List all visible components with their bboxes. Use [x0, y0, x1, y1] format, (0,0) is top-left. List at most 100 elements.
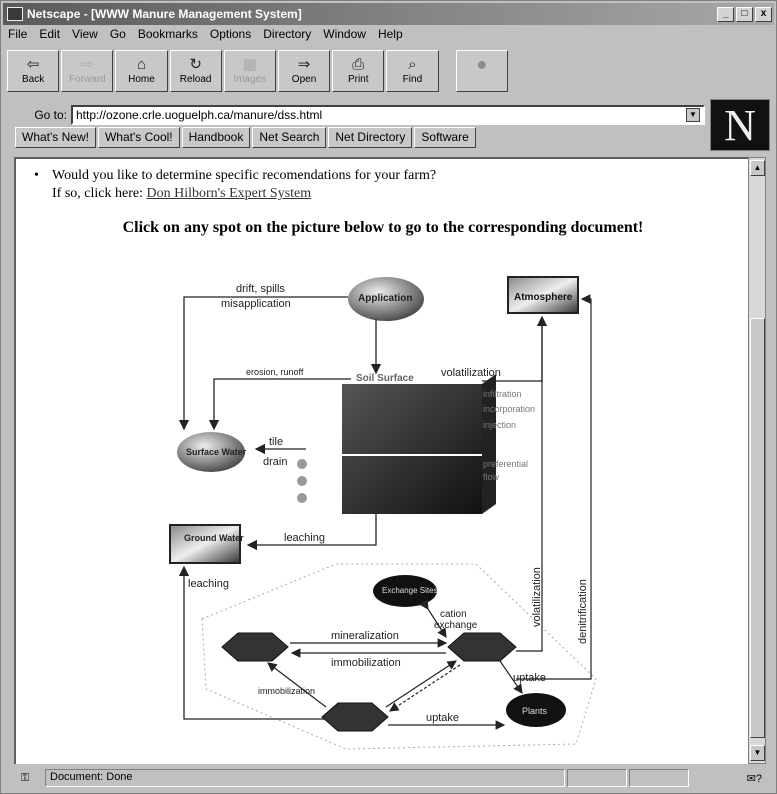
minimize-button[interactable]: _ [717, 6, 734, 22]
drip-icon [297, 459, 307, 469]
title-bar: Netscape - [WWW Manure Management System… [3, 3, 774, 25]
maximize-button[interactable]: □ [736, 6, 753, 22]
exchange-label: exchange [434, 620, 478, 631]
infiltration-label: infiltration [483, 389, 522, 399]
forward-arrow-icon: ⇨ [80, 56, 94, 73]
atmosphere-label: Atmosphere [514, 292, 573, 303]
plants-node[interactable] [506, 693, 566, 727]
net-search-button[interactable]: Net Search [252, 127, 327, 148]
nitrate-node[interactable] [321, 702, 389, 732]
mineralization-label: mineralization [331, 630, 399, 642]
immobilization-label-2: immobilization [258, 686, 315, 696]
menu-file[interactable]: File [8, 27, 28, 41]
exchange-sites-label: Exchange Sites [382, 586, 438, 595]
images-button[interactable]: ▦Images [223, 50, 276, 92]
whats-new-button[interactable]: What's New! [15, 127, 96, 148]
leaching-label-2: leaching [188, 578, 229, 590]
injection-label: injection [483, 420, 516, 430]
whats-cool-button[interactable]: What's Cool! [97, 127, 180, 148]
plants-label: Plants [522, 706, 548, 716]
directory-buttons: What's New! What's Cool! Handbook Net Se… [15, 127, 476, 149]
status-bar: ⚿ Document: Done ✉? [5, 767, 774, 789]
status-online [629, 769, 689, 787]
mail-icon[interactable]: ✉? [746, 772, 762, 785]
volatilization-vertical-label: volatilization [531, 567, 543, 627]
status-message: Document: Done [45, 769, 565, 787]
open-button[interactable]: ⇒Open [277, 50, 331, 92]
reload-button[interactable]: ↻Reload [169, 50, 222, 92]
vertical-scrollbar[interactable]: ▲ ▼ [748, 157, 766, 764]
security-key-icon[interactable]: ⚿ [20, 771, 30, 784]
expert-system-bullet: • Would you like to determine specific r… [34, 167, 437, 203]
stop-icon: ● [476, 54, 488, 74]
manure-imagemap[interactable]: Application Atmosphere drift, spills mis… [16, 159, 748, 764]
home-icon: ⌂ [136, 56, 146, 73]
handbook-button[interactable]: Handbook [181, 127, 251, 148]
binoculars-icon: ⌕ [408, 56, 417, 73]
menu-bookmarks[interactable]: Bookmarks [137, 27, 198, 41]
forward-button[interactable]: ⇨Forward [61, 50, 114, 92]
menu-directory[interactable]: Directory [263, 27, 312, 41]
reload-icon: ↻ [189, 56, 202, 73]
netscape-app-icon [7, 7, 23, 21]
page-content: • Would you like to determine specific r… [14, 157, 748, 764]
menu-bar: File Edit View Go Bookmarks Options Dire… [5, 27, 772, 45]
net-directory-button[interactable]: Net Directory [328, 127, 413, 148]
immobilization-label-1: immobilization [331, 657, 401, 669]
navigation-toolbar: ⇦Back ⇨Forward ⌂Home ↻Reload ▦Images ⇒Op… [5, 48, 510, 96]
soil-pool-region [201, 563, 597, 750]
location-url: http://ozone.crle.uoguelph.ca/manure/dss… [76, 108, 323, 122]
menu-view[interactable]: View [72, 27, 98, 41]
drip-icon [297, 476, 307, 486]
images-icon: ▦ [242, 56, 257, 73]
bullet-dot: • [34, 168, 39, 183]
back-arrow-icon: ⇦ [26, 56, 40, 73]
chevron-down-icon[interactable]: ▼ [686, 108, 700, 122]
menu-help[interactable]: Help [377, 27, 403, 41]
menu-edit[interactable]: Edit [39, 27, 61, 41]
denitrification-label: denitrification [577, 579, 589, 644]
incorporation-label: incorporation [483, 404, 535, 414]
cation-label: cation [440, 609, 467, 620]
misapplication-label: misapplication [221, 298, 291, 310]
expert-system-link[interactable]: Don Hilborn's Expert System [146, 186, 312, 201]
window-title: Netscape - [WWW Manure Management System… [27, 7, 302, 21]
software-button[interactable]: Software [414, 127, 476, 148]
organic-n-node[interactable] [221, 632, 289, 662]
location-label: Go to: [34, 108, 67, 122]
menu-go[interactable]: Go [109, 27, 126, 41]
location-input[interactable]: http://ozone.crle.uoguelph.ca/manure/dss… [71, 105, 705, 125]
scroll-down-icon[interactable]: ▼ [750, 745, 765, 761]
menu-window[interactable]: Window [323, 27, 366, 41]
find-button[interactable]: ⌕Find [386, 50, 439, 92]
scroll-thumb[interactable] [750, 318, 765, 738]
open-icon: ⇒ [297, 56, 311, 73]
uptake-label-2: uptake [426, 712, 459, 724]
drain-label: drain [263, 456, 287, 468]
application-node[interactable] [348, 277, 424, 321]
menu-options[interactable]: Options [209, 27, 252, 41]
close-button[interactable]: x [755, 6, 772, 22]
uptake-label-1: uptake [513, 672, 546, 684]
surface-water-label: Surface Water [186, 447, 247, 457]
page-heading: Click on any spot on the picture below t… [122, 219, 644, 236]
stop-button[interactable]: ●Stop [455, 50, 508, 92]
back-button[interactable]: ⇦Back [7, 50, 60, 92]
volatilization-label: volatilization [441, 367, 501, 379]
leaching-label-1: leaching [284, 532, 325, 544]
soil-surface-node[interactable] [342, 384, 482, 514]
ground-water-node[interactable] [169, 524, 241, 564]
scroll-up-icon[interactable]: ▲ [750, 160, 765, 176]
home-button[interactable]: ⌂Home [115, 50, 168, 92]
atmosphere-node[interactable] [507, 276, 579, 314]
print-button[interactable]: ⎙Print [332, 50, 385, 92]
erosion-label: erosion, runoff [246, 367, 304, 377]
location-bar: Go to: http://ozone.crle.uoguelph.ca/man… [5, 104, 705, 126]
if-so-text: If so, click here: [52, 186, 143, 201]
bullet-text: Would you like to determine specific rec… [52, 168, 437, 183]
preferential-label: preferential [483, 459, 528, 469]
surface-water-node[interactable] [177, 432, 245, 472]
ammonium-node[interactable] [447, 632, 517, 662]
exchange-sites-node[interactable] [373, 575, 437, 607]
